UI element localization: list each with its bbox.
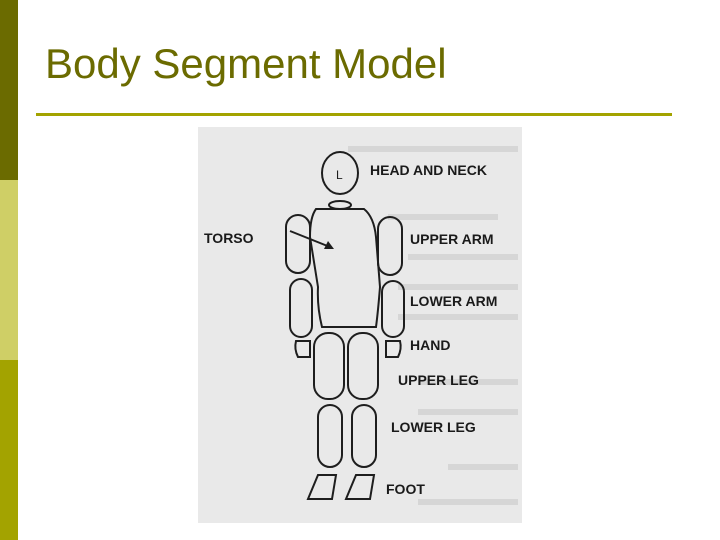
right-lower-leg-segment (352, 405, 376, 467)
accent-band-middle (0, 180, 18, 360)
left-lower-leg-segment (318, 405, 342, 467)
torso-segment (310, 209, 380, 327)
label-torso: TORSO (204, 230, 254, 246)
right-upper-leg-segment (348, 333, 378, 399)
left-hand-segment (295, 341, 310, 357)
left-foot-segment (308, 475, 336, 499)
label-head-and-neck: HEAD AND NECK (370, 162, 487, 178)
scan-bleed-lines (348, 149, 518, 502)
label-upper-leg: UPPER LEG (398, 372, 479, 388)
left-upper-leg-segment (314, 333, 344, 399)
title-divider (36, 113, 672, 116)
body-segment-diagram: L HEAD AND NECK TORSO UPPER ARM LOW (198, 127, 522, 523)
body-segment-figure: L HEAD AND NECK TORSO UPPER ARM LOW (198, 127, 522, 523)
label-upper-arm: UPPER ARM (410, 231, 494, 247)
right-hand-segment (386, 341, 401, 357)
label-lower-arm: LOWER ARM (410, 293, 497, 309)
neck-segment (329, 201, 351, 209)
accent-band-bottom (0, 360, 18, 540)
label-foot: FOOT (386, 481, 425, 497)
right-upper-arm-segment (378, 217, 402, 275)
right-foot-segment (346, 475, 374, 499)
label-lower-leg: LOWER LEG (391, 419, 476, 435)
left-lower-arm-segment (290, 279, 312, 337)
slide-title: Body Segment Model (45, 40, 447, 88)
head-mark: L (336, 168, 343, 182)
label-hand: HAND (410, 337, 450, 353)
left-upper-arm-segment (286, 215, 310, 273)
accent-band-top (0, 0, 18, 180)
